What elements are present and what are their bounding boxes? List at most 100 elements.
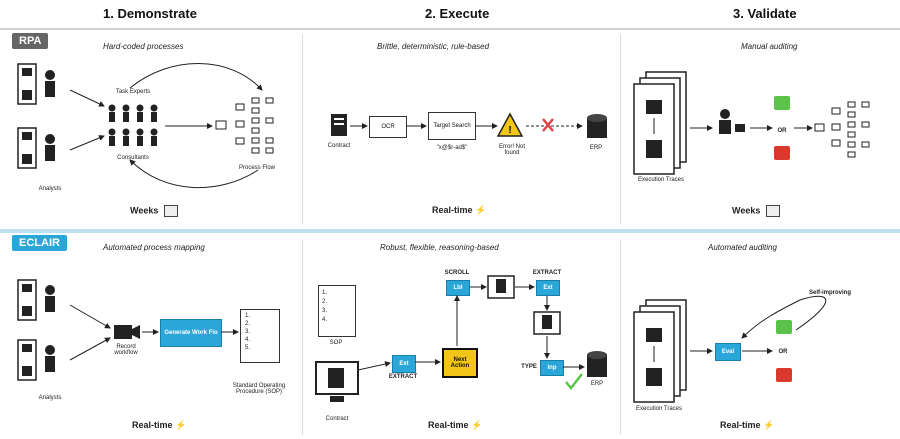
rpa-erp-label: ERP: [589, 145, 603, 151]
rpa-demonstrate-footer: Weeks: [130, 205, 178, 217]
sop-line: 1.: [322, 290, 328, 296]
eclair-contract-label: Contract: [325, 416, 349, 422]
eclair-or-label: OR: [778, 349, 788, 355]
analyst-workstation-icon: [17, 63, 55, 105]
rpa-or-label: OR: [777, 128, 787, 134]
rpa-validate-subtitle: Manual auditing: [741, 42, 798, 51]
divider-4: [620, 240, 621, 435]
rpa-demonstrate-footer-text: Weeks: [130, 205, 159, 216]
check-icon: [565, 373, 583, 390]
thumbs-up-icon: [774, 96, 790, 110]
rpa-consultants-label: Consultants: [117, 155, 149, 161]
rpa-band-top-rule: [0, 28, 900, 30]
eclair-validate-footer: Real-time ⚡: [720, 420, 774, 431]
thumbs-up-icon: [776, 320, 792, 334]
thumbs-down-icon: [776, 368, 792, 382]
monitor-icon: [533, 311, 561, 335]
analyst-workstation-icon: [17, 127, 55, 169]
eclair-analysts-label: Analysts: [38, 395, 62, 401]
execution-traces-stack-icon: [633, 299, 687, 403]
people-group-icon: [108, 104, 158, 146]
rpa-target-search-box: Target Search: [428, 112, 476, 140]
thumbs-down-icon: [774, 146, 790, 160]
rpa-analysts-label: Analysts: [38, 186, 62, 192]
calendar-icon: [765, 205, 780, 217]
execution-traces-stack-icon: [633, 71, 687, 175]
eclair-sop-small-doc: 1. 2. 3. 4.: [318, 285, 356, 337]
eclair-scroll-button: Lbl: [446, 280, 470, 296]
eclair-execute-footer: Real-time ⚡: [428, 420, 482, 431]
divider-1: [302, 34, 303, 224]
eclair-traces-label: Execution Traces: [635, 406, 683, 412]
eclair-sop-label: SOP: [329, 340, 343, 346]
eclair-extract2-button: Ext: [536, 280, 560, 296]
human-reviewer-icon: [719, 109, 745, 134]
lightning-icon: ⚡: [471, 420, 483, 430]
sop-line: 3.: [322, 308, 328, 314]
col-header-validate: 3. Validate: [733, 6, 797, 21]
eclair-model-button: Eval: [715, 343, 741, 361]
database-icon: [587, 114, 607, 138]
rpa-contract-label: Contract: [327, 143, 351, 149]
sop-line: 4.: [322, 317, 328, 323]
document-icon: [331, 114, 347, 136]
eclair-band-top-rule: [0, 229, 900, 233]
eclair-sop-doc: 1. 2. 3. 4. 5.: [240, 309, 280, 363]
monitor-icon: [315, 361, 359, 402]
eclair-erp-label: ERP: [590, 381, 604, 387]
rpa-search-value: "x@$r-ad$": [436, 145, 468, 151]
rpa-ocr-box: OCR: [369, 116, 407, 138]
eclair-self-improving-label: Self-improving: [808, 290, 851, 296]
eclair-demonstrate-subtitle: Automated process mapping: [103, 243, 205, 252]
rpa-execute-footer-text: Real-time: [432, 205, 473, 215]
sop-line: 5.: [245, 345, 251, 351]
lightning-icon: ⚡: [475, 205, 487, 215]
eclair-extract-label: EXTRACT: [388, 374, 418, 380]
rpa-task-experts-label: Task Experts: [115, 89, 151, 95]
video-camera-icon: [114, 325, 140, 339]
eclair-generate-box: Generate Work Flo: [160, 319, 222, 347]
eclair-execute-subtitle: Robust, flexible, reasoning-based: [380, 243, 499, 252]
eclair-validate-subtitle: Automated auditing: [708, 243, 777, 252]
sop-line: 1.: [245, 313, 251, 319]
col-header-execute: 2. Execute: [425, 6, 490, 21]
eclair-record-label: Record workflow: [114, 344, 138, 356]
eclair-next-action-box: Next Action: [442, 348, 478, 378]
divider-3: [302, 240, 303, 435]
eclair-tag: ECLAIR: [12, 235, 67, 251]
analyst-workstation-icon: [17, 279, 55, 321]
rpa-traces-label: Execution Traces: [637, 177, 685, 183]
lightning-icon: ⚡: [175, 420, 187, 430]
lightning-icon: ⚡: [763, 420, 775, 430]
eclair-scroll-label: SCROLL: [444, 270, 470, 276]
divider-2: [620, 34, 621, 224]
process-flow-icon: [814, 101, 870, 158]
rpa-validate-footer: Weeks: [732, 205, 780, 217]
rpa-process-flow-label: Process Flow: [238, 165, 275, 171]
eclair-extract-button: Ext: [392, 355, 416, 373]
svg-text:!: !: [508, 125, 511, 136]
eclair-type-label: TYPE: [521, 364, 537, 370]
rpa-execute-subtitle: Brittle, deterministic, rule-based: [377, 42, 490, 51]
monitor-icon: [487, 275, 515, 299]
rpa-tag: RPA: [12, 33, 49, 49]
rpa-execute-footer: Real-time ⚡: [432, 205, 486, 216]
eclair-extract2-label: EXTRACT: [532, 270, 562, 276]
eclair-execute-footer-text: Real-time: [428, 420, 469, 430]
error-x-icon: [542, 118, 554, 132]
eclair-sop-title: Standard Operating Procedure (SOP): [232, 383, 286, 395]
rpa-error-label: Error! Not found: [498, 144, 525, 156]
sop-line: 2.: [322, 299, 328, 305]
eclair-type-button: Inp: [540, 360, 564, 376]
sop-line: 3.: [245, 329, 251, 335]
database-icon: [587, 351, 607, 377]
eclair-validate-footer-text: Real-time: [720, 420, 761, 430]
warning-icon: !: [496, 112, 524, 137]
rpa-validate-footer-text: Weeks: [732, 205, 761, 216]
col-header-demonstrate: 1. Demonstrate: [103, 6, 197, 21]
analyst-workstation-icon: [17, 339, 55, 381]
sop-line: 4.: [245, 337, 251, 343]
eclair-demonstrate-footer-text: Real-time: [132, 420, 173, 430]
calendar-icon: [163, 205, 178, 217]
sop-line: 2.: [245, 321, 251, 327]
